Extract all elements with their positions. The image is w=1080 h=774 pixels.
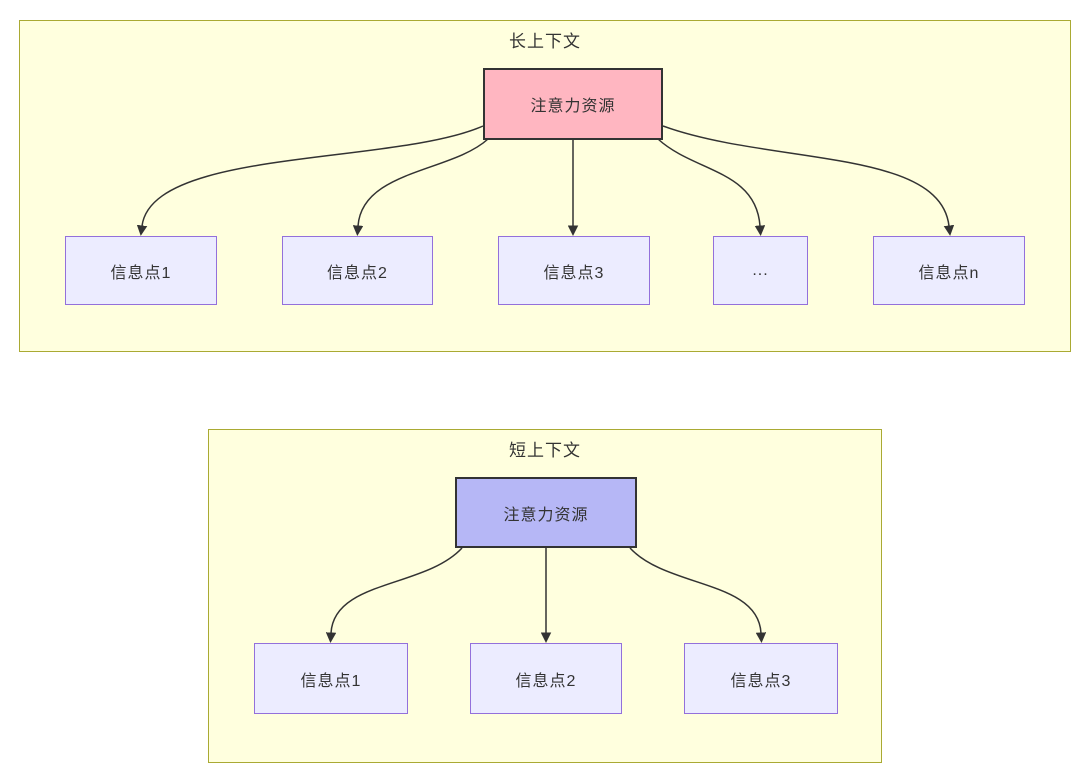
info-point-1-short: 信息点1 bbox=[254, 643, 408, 714]
info-point-ellipsis-long: ... bbox=[713, 236, 808, 305]
info-point-3-short: 信息点3 bbox=[684, 643, 838, 714]
short-context-panel-title: 短上下文 bbox=[509, 441, 581, 460]
info-point-1-long: 信息点1 bbox=[65, 236, 217, 305]
long-context-panel-title: 长上下文 bbox=[509, 32, 581, 51]
attention-resource-node-short: 注意力资源 bbox=[455, 477, 637, 548]
info-point-2-short: 信息点2 bbox=[470, 643, 622, 714]
info-point-2-long: 信息点2 bbox=[282, 236, 433, 305]
info-point-n-long: 信息点n bbox=[873, 236, 1025, 305]
attention-resource-node-long: 注意力资源 bbox=[483, 68, 663, 140]
info-point-3-long: 信息点3 bbox=[498, 236, 650, 305]
